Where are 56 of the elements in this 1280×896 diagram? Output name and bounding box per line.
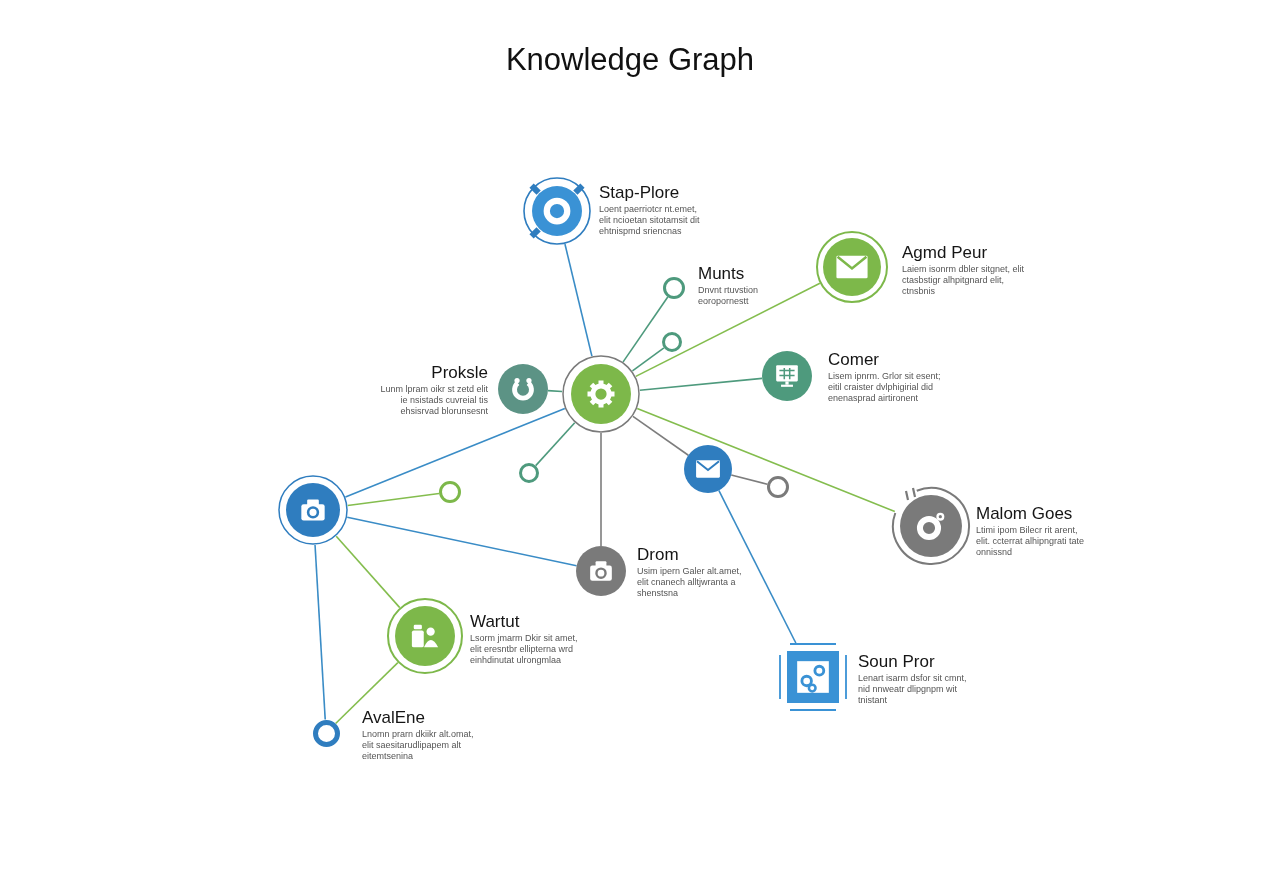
node-circle: [576, 546, 626, 596]
node-circle: [891, 486, 971, 566]
node-title: Munts: [698, 264, 745, 284]
connector-line: [639, 377, 763, 392]
node-ring: [767, 476, 789, 498]
node-circle: [562, 355, 640, 433]
node-title: Comer: [828, 350, 879, 370]
node-description: Usim ipern Galer alt.amet, elit cnanech alltjwranta a shenstsna: [637, 566, 743, 599]
connector-line: [564, 243, 593, 357]
connector-line: [635, 282, 821, 378]
node-description: Lsorm jmarm Dkir sit amet, elit eresntbr ellipterna wrd einhdinutat ulrongmlaa: [470, 633, 579, 666]
node-title: Malom Goes: [976, 504, 1073, 524]
node-title: Agmd Peur: [902, 243, 988, 263]
node-circle: [278, 475, 348, 545]
connector-line: [346, 516, 578, 567]
node-title: Wartut: [470, 612, 520, 632]
connector-line: [346, 492, 440, 507]
diagram-title: Knowledge Graph: [505, 42, 755, 78]
node-circle: [387, 598, 463, 674]
connector-line: [335, 535, 401, 609]
node-description: Lenart isarm dsfor sit cmnt, nid nnweatr dlipgnpm wit tnistant: [858, 673, 968, 706]
node-description: Loent paerriotcr nt.emet, elit ncioetan sitotamsit dit ehtnispmd sriencnas: [599, 204, 701, 237]
node-circle: [498, 364, 548, 414]
node-circle: [762, 351, 812, 401]
node-circle: [684, 445, 732, 493]
connector-line: [632, 415, 690, 457]
node-title: Soun Pror: [858, 652, 935, 672]
connector-line: [636, 407, 896, 513]
node-title: Drom: [637, 545, 679, 565]
node-circle: [523, 177, 591, 245]
node-description: Lisem ipnrm. Grlor sit esent; eitil craister dvlphigirial did enenasprad airtironent: [828, 371, 942, 404]
node-description: Laiem isonrm dbler sitgnet, elit ctasbstigr alhpitgnard elit, ctnsbnis: [902, 264, 1026, 297]
node-ring: [519, 463, 539, 483]
connector-line: [334, 661, 399, 725]
node-ring: [312, 719, 340, 747]
node-title: Stap-Plore: [599, 183, 680, 203]
connector-line: [534, 422, 576, 467]
connector-line: [718, 489, 797, 644]
node-ring: [663, 277, 685, 299]
connector-line: [344, 407, 566, 498]
node-circle: [816, 231, 888, 303]
node-ring: [439, 481, 461, 503]
connector-line: [600, 432, 602, 547]
node-title: AvalEne: [362, 708, 425, 728]
node-ring: [662, 332, 682, 352]
node-square: [779, 643, 847, 711]
node-description: Dnvnt rtuvstion eoropornestt: [698, 285, 760, 307]
node-description: Ltimi ipom Bilecr rit arent, elit. ccterrat alhipngrati tate onnissnd: [976, 525, 1086, 558]
node-description: Lunm lpram oikr st zetd elit ie nsistads cuvreial tis ehsisrvad blorunsesnt: [379, 384, 488, 417]
node-title: Proksle: [431, 363, 488, 383]
connector-line: [730, 474, 769, 486]
node-description: Lnomn prarn dkiikr alt.omat, elit saesitarudlipapem alt eitemtsenina: [362, 729, 475, 762]
connector-line: [631, 347, 665, 372]
connector-line: [622, 296, 669, 363]
connector-line: [314, 544, 326, 721]
connector-line: [547, 389, 563, 393]
